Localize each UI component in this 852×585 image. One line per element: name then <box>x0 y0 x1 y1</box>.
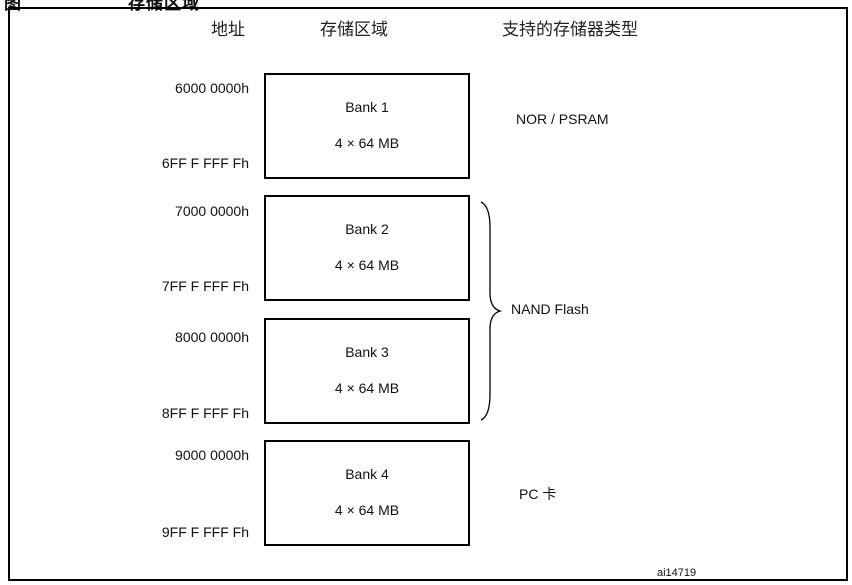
bank-1-box: Bank 1 4 × 64 MB <box>264 73 470 179</box>
bank-name: Bank 4 <box>345 466 389 482</box>
bank1-end-address: 6FF F FFF Fh <box>161 155 249 171</box>
bank3-start-address: 8000 0000h <box>175 329 249 345</box>
bank-size: 4 × 64 MB <box>334 380 400 396</box>
bank-name: Bank 1 <box>345 99 389 115</box>
bank3-end-address: 8FF F FFF Fh <box>161 405 249 421</box>
header-address: 地址 <box>211 20 245 40</box>
type-nor-psram: NOR / PSRAM <box>516 111 609 127</box>
bank2-start-address: 7000 0000h <box>175 203 249 219</box>
nand-brace <box>480 201 503 421</box>
bank-name: Bank 3 <box>345 344 389 360</box>
header-types: 支持的存储器类型 <box>502 20 638 40</box>
header-region: 存储区域 <box>320 20 388 40</box>
figure-reference: ai14719 <box>657 567 697 579</box>
bank-4-box: Bank 4 4 × 64 MB <box>264 440 470 546</box>
type-pc-card: PC 卡 <box>519 486 557 502</box>
bank2-end-address: 7FF F FFF Fh <box>161 278 249 294</box>
bank-size: 4 × 64 MB <box>334 257 400 273</box>
diagram-frame <box>8 7 848 581</box>
bank4-start-address: 9000 0000h <box>175 447 249 463</box>
bank1-start-address: 6000 0000h <box>175 80 249 96</box>
bank-size: 4 × 64 MB <box>334 135 400 151</box>
bank-size: 4 × 64 MB <box>334 502 400 518</box>
type-nand-flash: NAND Flash <box>511 301 589 317</box>
bank-name: Bank 2 <box>345 221 389 237</box>
bank-2-box: Bank 2 4 × 64 MB <box>264 195 470 301</box>
bank-3-box: Bank 3 4 × 64 MB <box>264 318 470 424</box>
bank4-end-address: 9FF F FFF Fh <box>161 524 249 540</box>
